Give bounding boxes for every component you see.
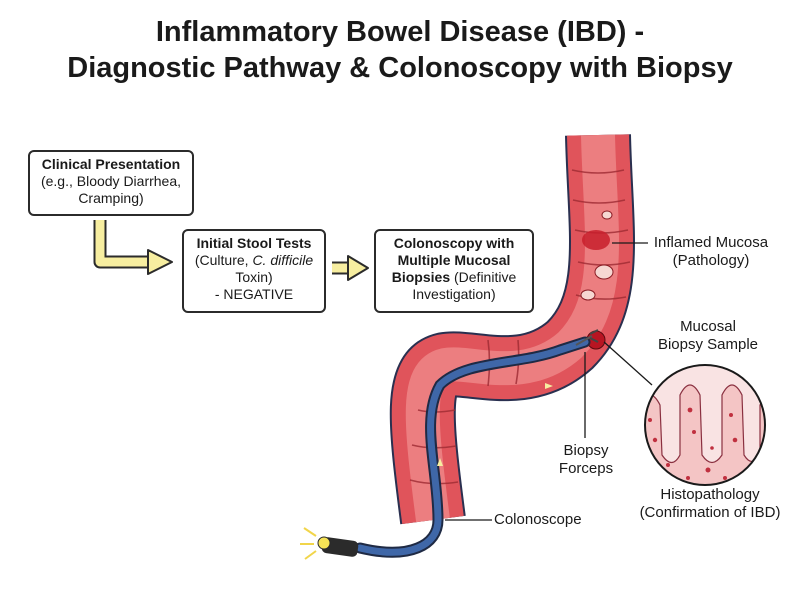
stool-detail-1: (Culture, [194, 252, 253, 268]
title-line-1: Inflammatory Bowel Disease (IBD) - [155, 16, 645, 48]
colonoscope-illustration [300, 329, 599, 560]
label-mucosal-biopsy-sample: Mucosal Biopsy Sample [657, 318, 759, 353]
colon-detail-inline: (Definitive [450, 269, 517, 285]
histology-magnified-view [644, 364, 766, 486]
colon-illustration [389, 134, 635, 525]
colon-heading-3: Biopsies [391, 269, 451, 285]
page-title: Inflammatory Bowel Disease (IBD) - Diagn… [0, 14, 800, 86]
clinical-detail-2: Cramping) [78, 190, 144, 206]
title-line-2: Diagnostic Pathway & Colonoscopy with Bi… [67, 52, 733, 84]
step-clinical-presentation: Clinical Presentation (e.g., Bloody Diar… [28, 150, 194, 216]
stool-detail-organism: C. difficile [252, 252, 314, 268]
clinical-detail-1: (e.g., Bloody Diarrhea, [40, 173, 182, 189]
clinical-heading: Clinical Presentation [41, 156, 181, 172]
step-initial-stool-tests: Initial Stool Tests (Culture, C. diffici… [182, 229, 326, 313]
arrow-clinical-to-stool [93, 220, 150, 269]
step-colonoscopy-biopsies: Colonoscopy with Multiple Mucosal Biopsi… [374, 229, 534, 313]
label-inflamed-mucosa: Inflamed Mucosa (Pathology) [653, 234, 769, 269]
colon-heading-2: Multiple Mucosal [397, 252, 511, 268]
label-colonoscope: Colonoscope [494, 511, 582, 528]
stool-detail-2: Toxin) [235, 269, 273, 285]
stool-result: - NEGATIVE [214, 286, 294, 302]
label-biopsy-forceps: Biopsy Forceps [558, 442, 614, 477]
label-histopathology: Histopathology (Confirmation of IBD) [639, 486, 781, 521]
colon-detail-2: Investigation) [412, 286, 496, 302]
colon-heading-1: Colonoscopy with [393, 235, 515, 251]
stool-heading: Initial Stool Tests [196, 235, 312, 251]
